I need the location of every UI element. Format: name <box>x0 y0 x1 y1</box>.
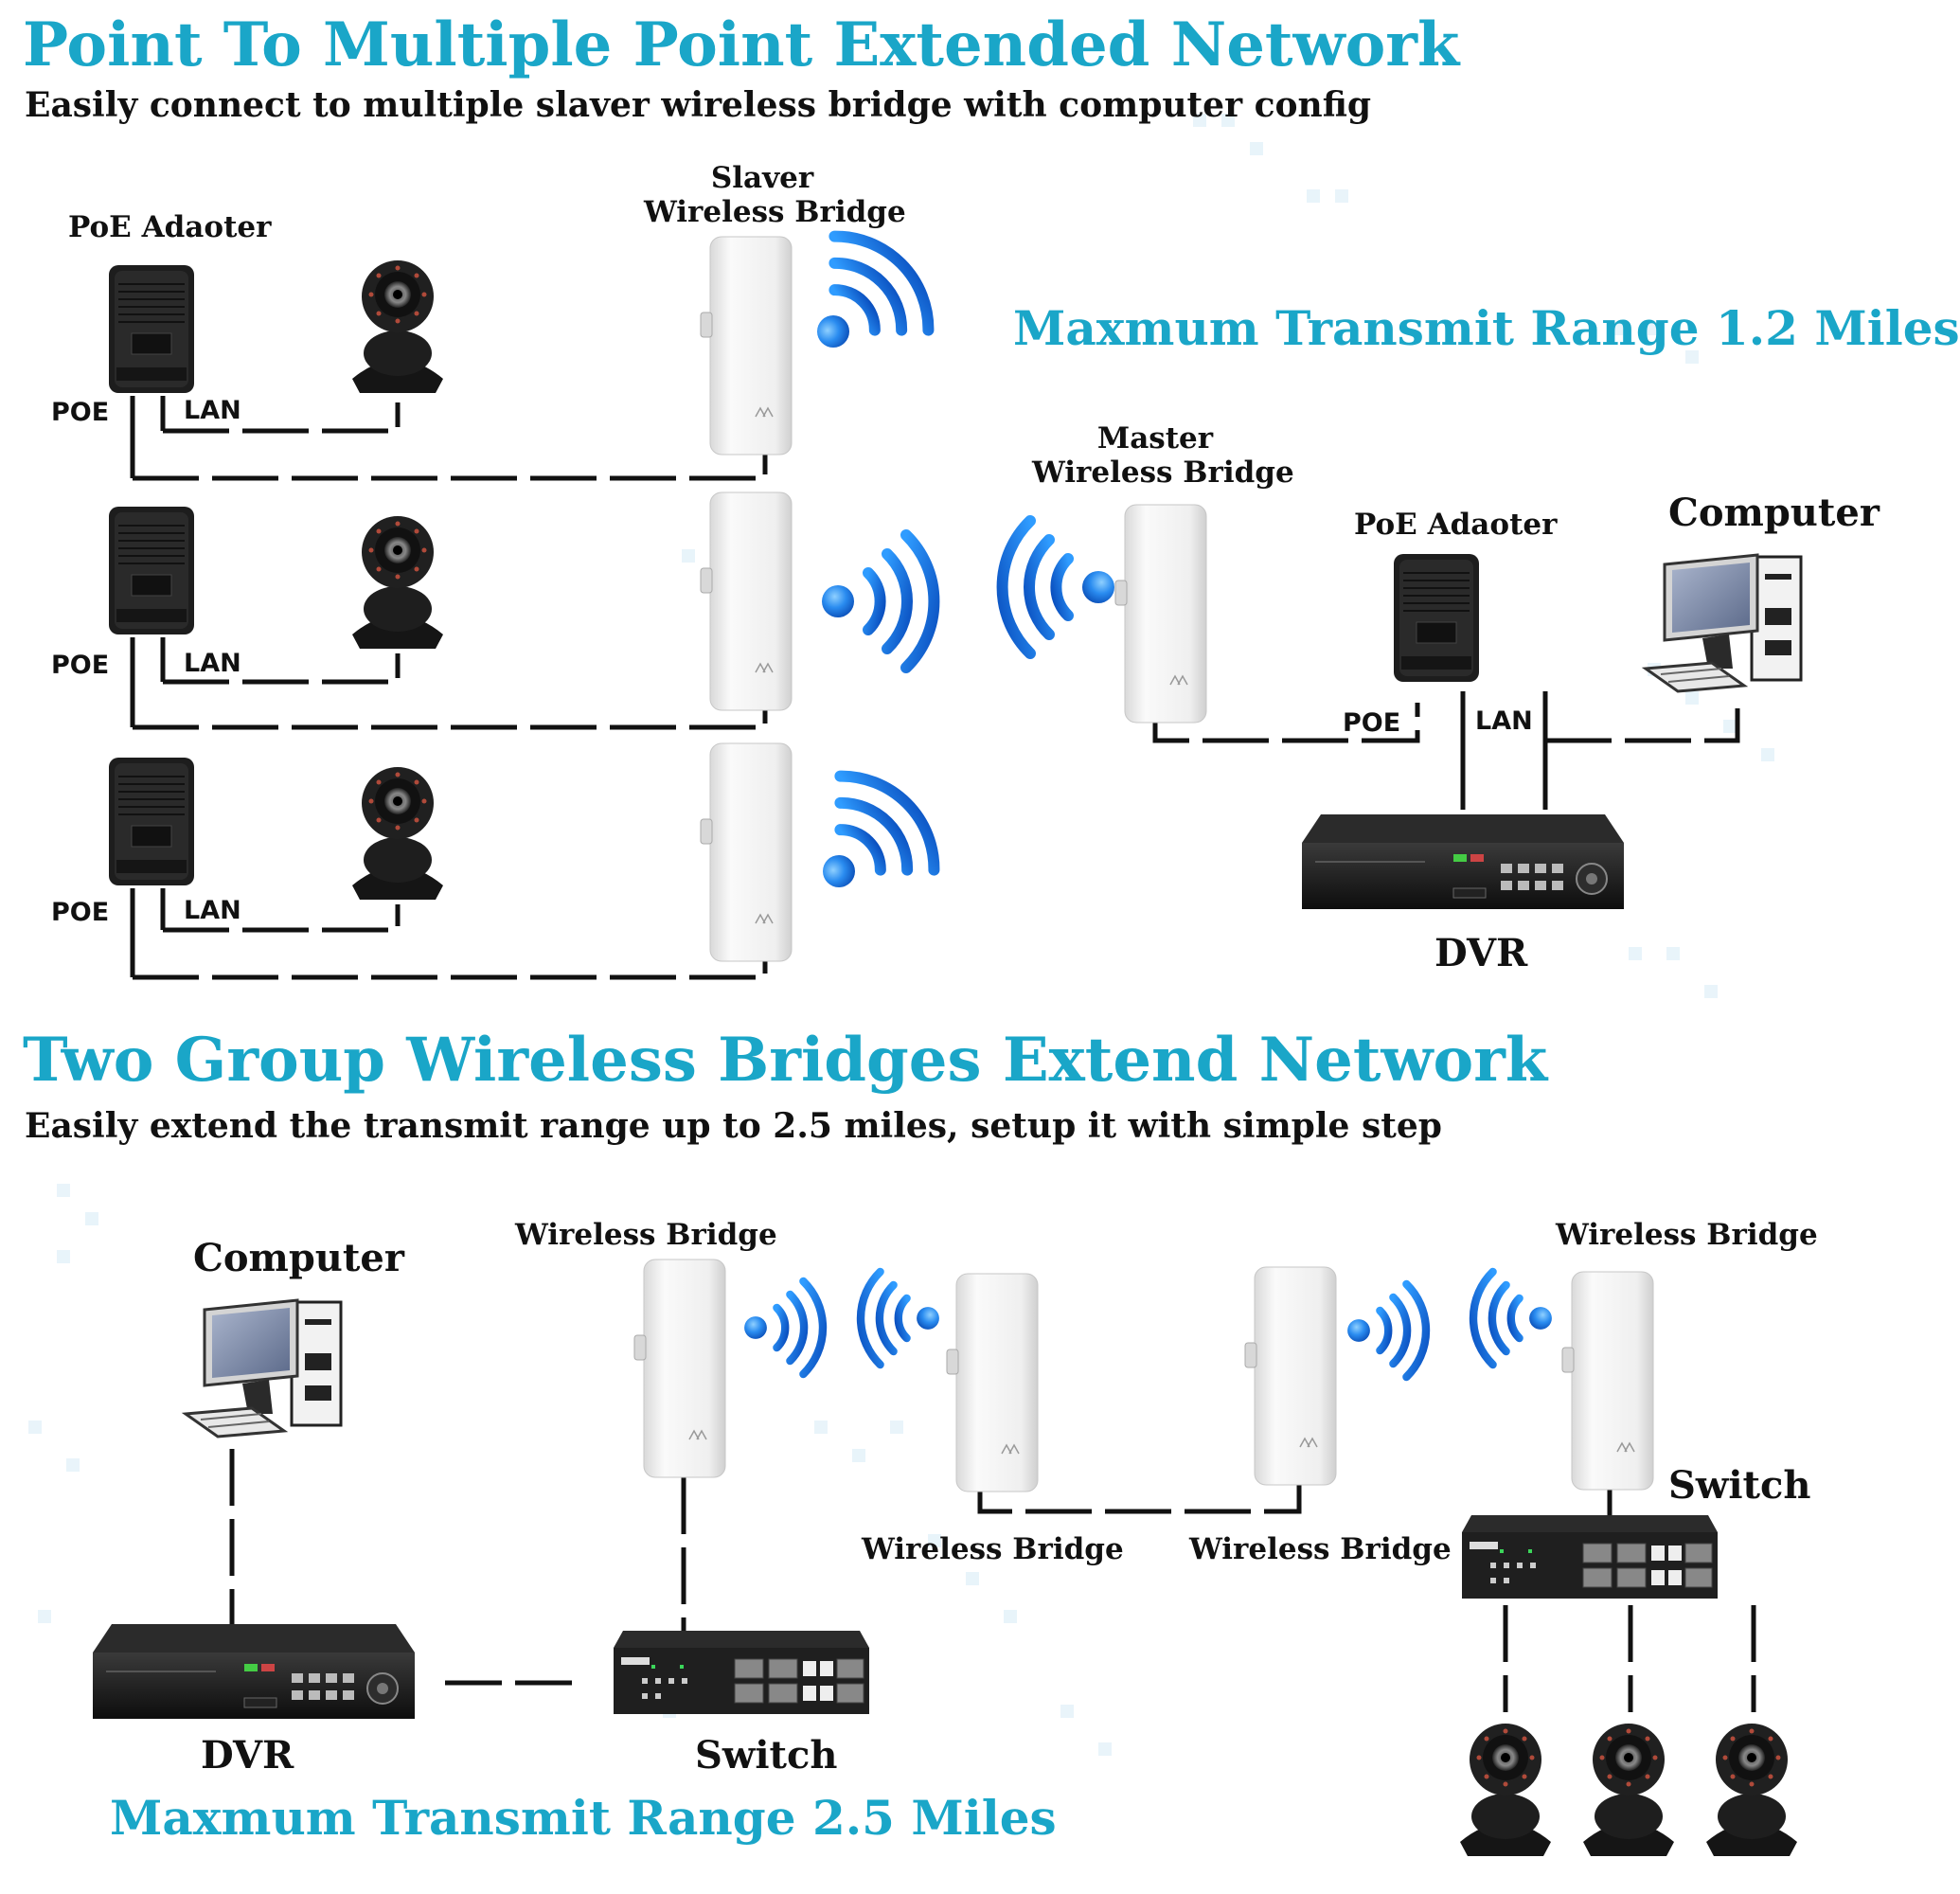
section1-range: Maxmum Transmit Range 1.2 Miles <box>1013 300 1960 356</box>
computer-icon <box>184 1298 343 1438</box>
wifi-signal-icon <box>780 757 953 930</box>
wifi-signal-icon <box>822 535 934 668</box>
computer-label: Computer <box>1668 491 1880 535</box>
lan-port-label: LAN <box>184 896 241 925</box>
computer-label: Computer <box>193 1236 404 1280</box>
row-2-devices <box>108 506 443 649</box>
dvr-label: DVR <box>1434 931 1528 975</box>
wireless-bridge-label: Wireless Bridge <box>1189 1532 1452 1566</box>
network-switch-icon <box>613 1630 870 1715</box>
row-1-devices <box>108 260 443 394</box>
wireless-bridge-icon <box>633 1259 726 1478</box>
master-poe-label: PoE Adaoter <box>1354 508 1558 542</box>
wifi-signal-icon <box>1003 521 1114 653</box>
dvr-icon <box>1301 813 1625 910</box>
master-label-line1: Master <box>1096 421 1214 456</box>
wifi-signal-icon <box>775 217 948 390</box>
slaver-wireless-bridge-icon <box>700 236 793 456</box>
wireless-bridge-icon <box>1561 1271 1654 1491</box>
ip-camera-icon <box>1706 1724 1797 1856</box>
wifi-signal-icon <box>1347 1284 1426 1377</box>
master-label-line2: Wireless Bridge <box>1032 456 1294 490</box>
poe-port-label: POE <box>51 898 110 927</box>
slaver-label-line1: Slaver <box>710 161 814 195</box>
slaver-wireless-bridge-icon <box>700 491 793 711</box>
network-switch-icon <box>1461 1514 1719 1599</box>
lan-port-label: LAN <box>1475 706 1533 736</box>
section2-subtitle: Easily extend the transmit range up to 2… <box>25 1106 1442 1146</box>
dvr-label: DVR <box>201 1733 294 1778</box>
wireless-bridge-label: Wireless Bridge <box>1556 1218 1818 1252</box>
poe-port-label: POE <box>51 651 110 680</box>
poe-port-label: POE <box>51 398 110 427</box>
slaver-wireless-bridge-icon <box>700 742 793 962</box>
poe-adapter-icon <box>1393 553 1480 683</box>
poe-adapter-icon <box>108 264 195 394</box>
wifi-signal-icon <box>1473 1272 1552 1365</box>
section2-range: Maxmum Transmit Range 2.5 Miles <box>110 1790 1057 1846</box>
lan-port-label: LAN <box>184 649 241 678</box>
lan-port-label: LAN <box>184 396 241 425</box>
ip-camera-icon <box>352 767 443 900</box>
section2-title: Two Group Wireless Bridges Extend Networ… <box>23 1025 1548 1096</box>
wireless-bridge-label: Wireless Bridge <box>862 1532 1124 1566</box>
poe-adapter-icon <box>108 757 195 886</box>
switch-label: Switch <box>1668 1463 1811 1508</box>
wifi-signal-icon <box>744 1281 823 1374</box>
ip-camera-icon <box>352 260 443 393</box>
section1-subtitle: Easily connect to multiple slaver wirele… <box>25 85 1372 125</box>
connection-lines-s2 <box>229 1449 1756 1712</box>
dvr-icon <box>92 1623 416 1720</box>
section1-title: Point To Multiple Point Extended Network <box>23 9 1460 80</box>
network-diagram <box>28 114 1803 1856</box>
computer-icon <box>1644 553 1803 693</box>
row-3-devices <box>108 757 443 900</box>
wireless-bridge-icon <box>946 1273 1039 1492</box>
ip-camera-icon <box>352 516 443 649</box>
wifi-signal-icon <box>861 1272 939 1365</box>
switch-label: Switch <box>695 1733 838 1778</box>
wireless-bridge-label: Wireless Bridge <box>515 1218 777 1252</box>
master-wireless-bridge-icon <box>1114 504 1207 724</box>
poe-adapter-icon <box>108 506 195 635</box>
poe-port-label: POE <box>1343 708 1401 738</box>
poe-adapter-label: PoE Adaoter <box>68 210 272 244</box>
ip-camera-icon <box>1583 1724 1674 1856</box>
wireless-bridge-icon <box>1244 1266 1337 1486</box>
slaver-label-line2: Wireless Bridge <box>644 195 906 229</box>
ip-camera-icon <box>1460 1724 1551 1856</box>
